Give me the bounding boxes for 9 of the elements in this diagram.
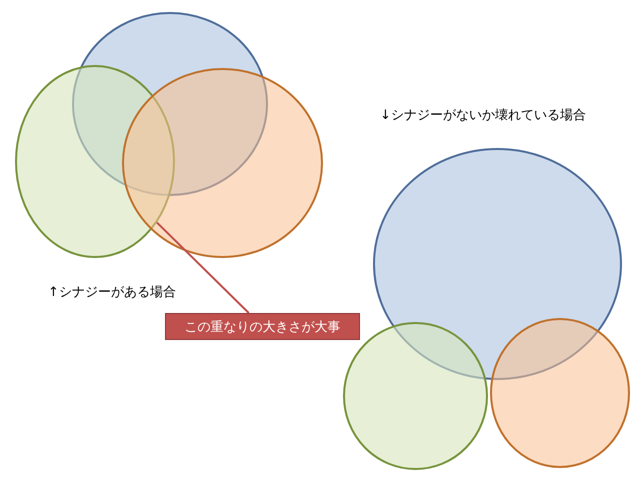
callout-box: この重なりの大きさが大事 <box>165 313 360 340</box>
leader-line <box>156 222 250 314</box>
venn-circle <box>122 68 323 258</box>
venn-circle <box>490 318 630 468</box>
venn-circle <box>373 148 622 380</box>
caption-text: ↓シナジーがないか壊れている場合 <box>380 107 586 124</box>
venn-circle <box>72 12 268 196</box>
caption-text: ↑シナジーがある場合 <box>48 284 176 301</box>
venn-circle <box>343 322 488 470</box>
